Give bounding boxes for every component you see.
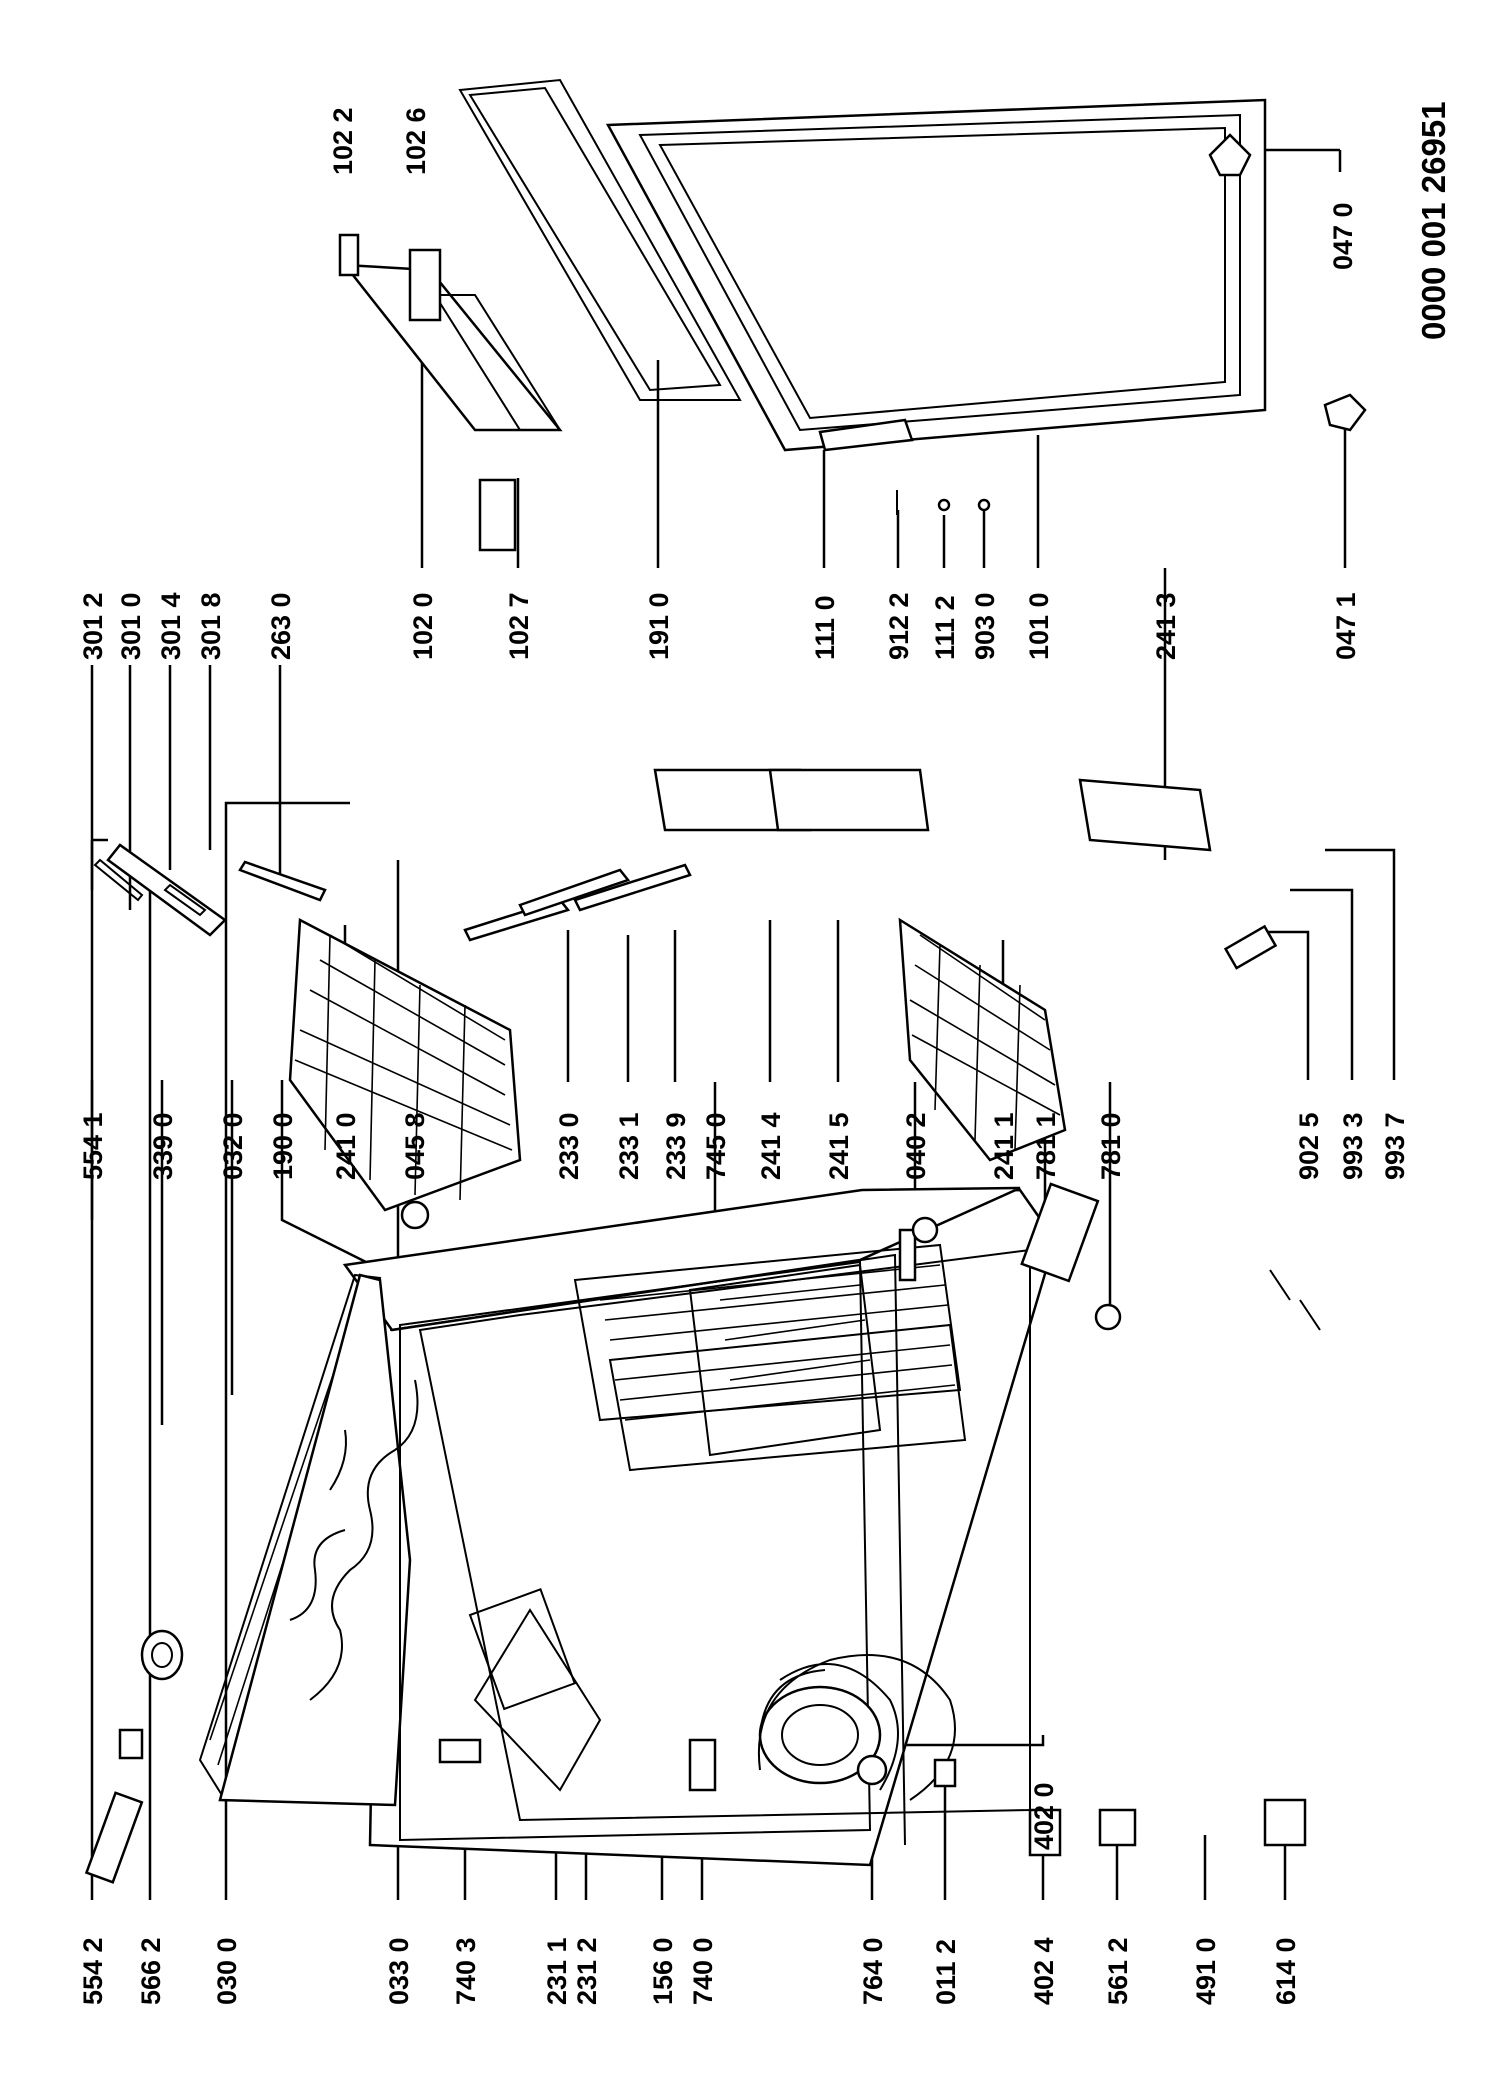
callout-040-2: 040 2	[901, 1112, 931, 1180]
cover-strip	[238, 860, 327, 902]
callout-301-2: 301 2	[78, 592, 108, 660]
callout-561-2: 561 2	[1103, 1937, 1133, 2005]
part-0112	[856, 1754, 888, 1786]
callout-740-3: 740 3	[451, 1937, 481, 2005]
callout-233-1: 233 1	[614, 1112, 644, 1180]
callout-102-6: 102 6	[401, 107, 431, 175]
callout-241-0: 241 0	[331, 1112, 361, 1180]
callout-301-8: 301 8	[196, 592, 226, 660]
drawer-front-2413	[1078, 778, 1212, 852]
part-9025	[1223, 924, 1278, 970]
small-parts	[84, 133, 1367, 1884]
part-4024	[933, 1758, 957, 1788]
callout-030-0: 030 0	[212, 1937, 242, 2005]
part-6140	[1263, 1798, 1307, 1847]
callout-231-2: 231 2	[572, 1937, 602, 2005]
part-1112	[937, 498, 951, 512]
cabinet	[198, 1186, 1057, 1867]
door-shelf	[342, 263, 563, 432]
callout-902-5: 902 5	[1294, 1112, 1324, 1180]
callout-011-2: 011 2	[931, 1939, 961, 2005]
shelf-clip-1022	[338, 233, 360, 277]
compressor	[758, 1663, 899, 1791]
callout-190-0: 190 0	[268, 1112, 298, 1180]
callout-047-1: 047 1	[1331, 592, 1361, 660]
callout-233-0: 233 0	[554, 1112, 584, 1180]
foot-0470	[1208, 133, 1252, 177]
callout-241-4: 241 4	[756, 1112, 786, 1180]
wire-basket-upper	[288, 917, 522, 1212]
callout-045-8: 045 8	[400, 1112, 430, 1180]
callout-033-0: 033 0	[384, 1937, 414, 2005]
part-5662	[140, 1629, 184, 1681]
callout-263-0: 263 0	[266, 592, 296, 660]
part-9933	[1269, 1269, 1291, 1301]
rail-2339	[573, 863, 692, 912]
part-9937	[1299, 1299, 1321, 1331]
callout-101-0: 101 0	[1024, 592, 1054, 660]
part-0458	[400, 1200, 430, 1230]
callout-241-1: 241 1	[989, 1112, 1019, 1180]
part-0402	[898, 1228, 917, 1282]
callout-781-0: 781 0	[1096, 1112, 1126, 1180]
callout-912-2: 912 2	[884, 592, 914, 660]
callout-566-2: 566 2	[136, 1937, 166, 2005]
callout-111-2: 111 2	[930, 595, 960, 660]
callout-241-3: 241 3	[1151, 592, 1181, 660]
callout-781-1: 781 1	[1031, 1112, 1061, 1180]
callout-745-0: 745 0	[701, 1112, 731, 1180]
part-5542	[84, 1791, 144, 1884]
part-7811	[1020, 1182, 1100, 1283]
door-gasket	[458, 78, 742, 401]
callout-032-0: 032 0	[218, 1112, 248, 1180]
callout-191-0: 191 0	[644, 592, 674, 660]
part-7403	[438, 1738, 482, 1764]
callout-339-0: 339 0	[148, 1112, 178, 1180]
callout-301-0: 301 0	[116, 592, 146, 660]
shelf-clip-1026	[408, 248, 442, 322]
foot-0471	[1323, 393, 1367, 432]
wire-shelves	[573, 1243, 967, 1472]
callout-241-5: 241 5	[824, 1112, 854, 1180]
callout-764-0: 764 0	[858, 1937, 888, 2005]
part-7810	[1094, 1303, 1122, 1331]
callout-491-0: 491 0	[1191, 1937, 1221, 2005]
callout-233-9: 233 9	[661, 1112, 691, 1180]
shelf-clip-1027	[478, 478, 517, 552]
callout-102-0: 102 0	[408, 592, 438, 660]
callout-047-0: 047 0	[1328, 202, 1358, 270]
callout-554-2: 554 2	[78, 1937, 108, 2005]
callout-614-0: 614 0	[1271, 1937, 1301, 2005]
wire-basket-lower	[898, 917, 1067, 1162]
callout-903-0: 903 0	[970, 592, 1000, 660]
callout-993-7: 993 7	[1380, 1112, 1410, 1180]
callout-402-4: 402 4	[1029, 1937, 1059, 2005]
rail-2331	[518, 868, 631, 917]
callout-111-0: 111 0	[810, 595, 840, 660]
callout-labels: 554 2 566 2 030 0 033 0 740 3 231 1 231 …	[78, 101, 1452, 2005]
document-number: 0000 001 26951	[1415, 101, 1452, 340]
callout-102-2: 102 2	[328, 107, 358, 175]
callout-402-0: 402 0	[1029, 1782, 1059, 1850]
callout-301-4: 301 4	[156, 592, 186, 660]
door	[605, 98, 1267, 452]
drawer-front-2415	[768, 768, 930, 832]
part-7640	[688, 1738, 717, 1792]
handle-strip	[93, 843, 227, 937]
part-9030	[977, 498, 991, 512]
part-4910	[1098, 1808, 1137, 1847]
callout-993-3: 993 3	[1338, 1112, 1368, 1180]
part-5541	[118, 1728, 144, 1760]
callout-740-0: 740 0	[688, 1937, 718, 2005]
callout-554-1: 554 1	[78, 1112, 108, 1180]
callout-156-0: 156 0	[648, 1937, 678, 2005]
callout-102-7: 102 7	[504, 592, 534, 660]
part-5612	[1028, 1808, 1062, 1857]
callout-231-1: 231 1	[542, 1937, 572, 2005]
